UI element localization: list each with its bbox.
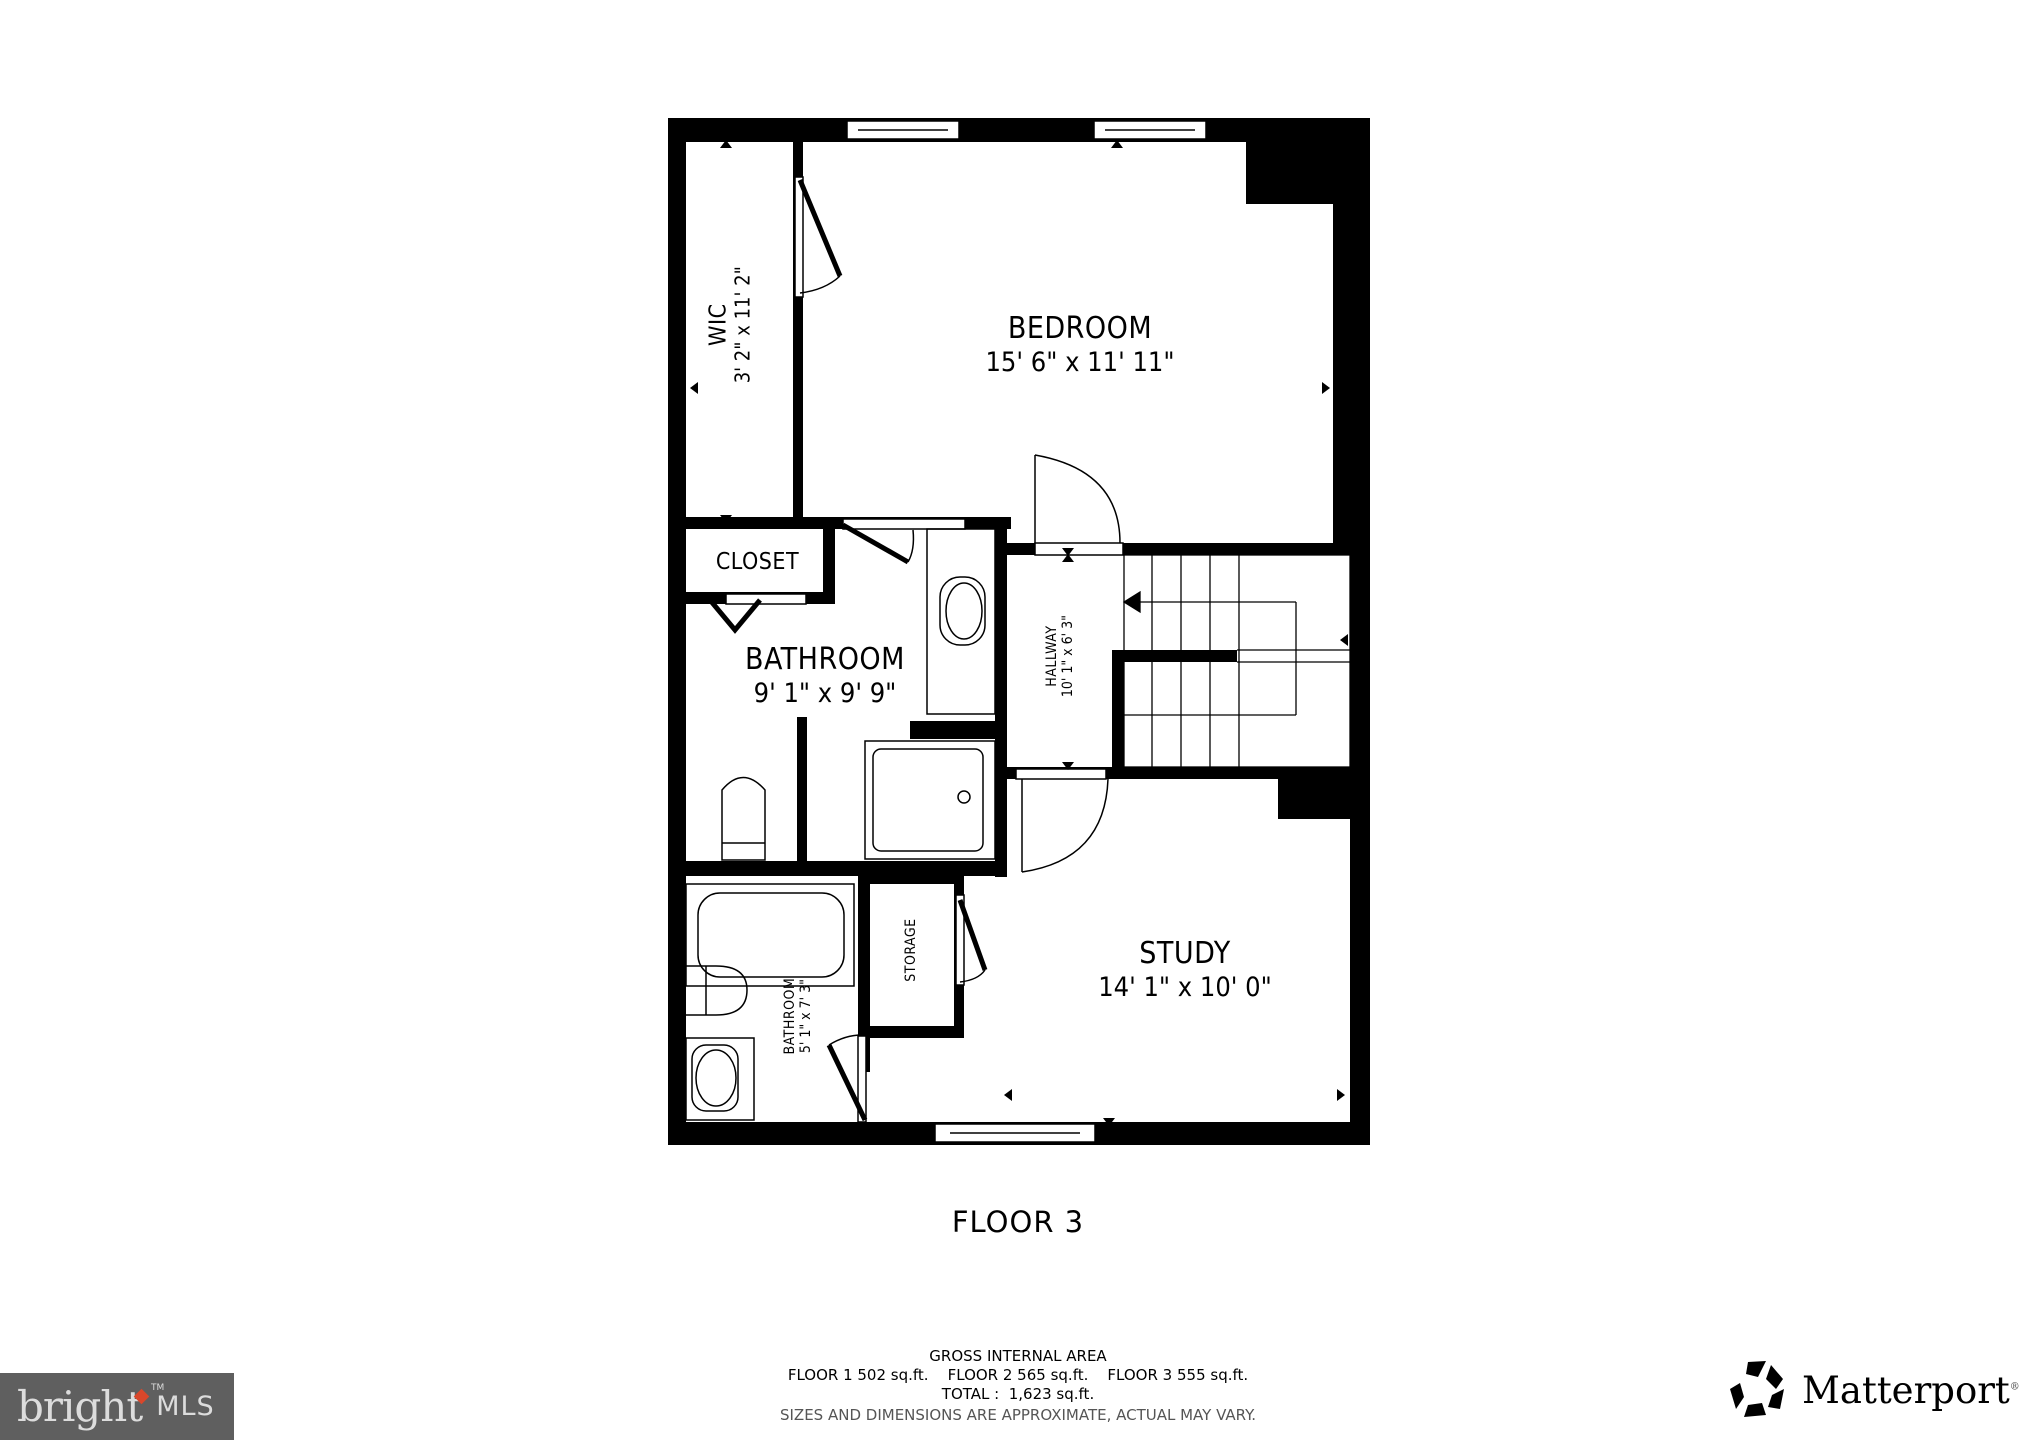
room-dimensions: 3' 2" x 11' 2" (730, 266, 755, 384)
room-dimensions: 9' 1" x 9' 9" (753, 677, 897, 709)
room-name: CLOSET (715, 549, 800, 575)
matterport-pentagon-icon (1730, 1361, 1784, 1417)
room-label-bathroom-main: BATHROOM 9' 1" x 9' 9" (700, 642, 950, 709)
room-label-closet: CLOSET (690, 549, 825, 575)
room-dimensions: 10' 1" x 6' 3" (1060, 615, 1076, 698)
room-label-hallway: HALLWAY 10' 1" x 6' 3" (1044, 586, 1076, 726)
registered-mark: ® (2009, 1381, 2020, 1393)
mls-wordmark: MLS (156, 1391, 215, 1422)
room-name: HALLWAY (1043, 625, 1060, 687)
bright-mls-logo: bright TM MLS (0, 1373, 234, 1440)
matterport-word: Matterport (1802, 1368, 2010, 1412)
room-name: WIC (705, 303, 732, 346)
room-dimensions: 15' 6" x 11' 11" (985, 346, 1175, 378)
windows (846, 120, 1207, 1143)
floor-title: FLOOR 3 (951, 1205, 1085, 1239)
room-name: BATHROOM (745, 642, 905, 677)
gia-disclaimer: SIZES AND DIMENSIONS ARE APPROXIMATE, AC… (779, 1406, 1256, 1424)
walls (668, 118, 1370, 1145)
room-dimensions: 14' 1" x 10' 0" (1098, 971, 1272, 1003)
trademark-mark: TM (151, 1383, 165, 1393)
matterport-wordmark: Matterport® (1802, 1369, 2020, 1412)
room-label-storage: STORAGE (903, 900, 919, 1000)
matterport-logo: Matterport® (1726, 1360, 2020, 1420)
room-name: BATHROOM (781, 977, 798, 1055)
doors (708, 176, 1124, 1123)
gross-internal-area-block: GROSS INTERNAL AREA FLOOR 1 502 sq.ft. F… (0, 1347, 2036, 1425)
room-label-bathroom-small: BATHROOM 5' 1" x 7' 3" (782, 946, 814, 1086)
room-name: STORAGE (902, 918, 919, 982)
fixtures (685, 528, 996, 1121)
room-label-wic: WIC 3' 2" x 11' 2" (705, 215, 754, 435)
stairs (1122, 554, 1351, 768)
dimension-markers (690, 140, 1348, 1126)
room-label-bedroom: BEDROOM 15' 6" x 11' 11" (920, 311, 1240, 378)
bright-wordmark: bright (17, 1382, 143, 1431)
gia-heading: GROSS INTERNAL AREA (929, 1347, 1107, 1365)
room-name: BEDROOM (1007, 311, 1153, 346)
gia-floors-line: FLOOR 1 502 sq.ft. FLOOR 2 565 sq.ft. FL… (787, 1366, 1249, 1384)
gia-total-line: TOTAL : 1,623 sq.ft. (941, 1385, 1095, 1403)
room-dimensions: 5' 1" x 7' 3" (798, 979, 814, 1054)
room-label-study: STUDY 14' 1" x 10' 0" (1050, 936, 1320, 1003)
room-name: STUDY (1139, 936, 1231, 971)
